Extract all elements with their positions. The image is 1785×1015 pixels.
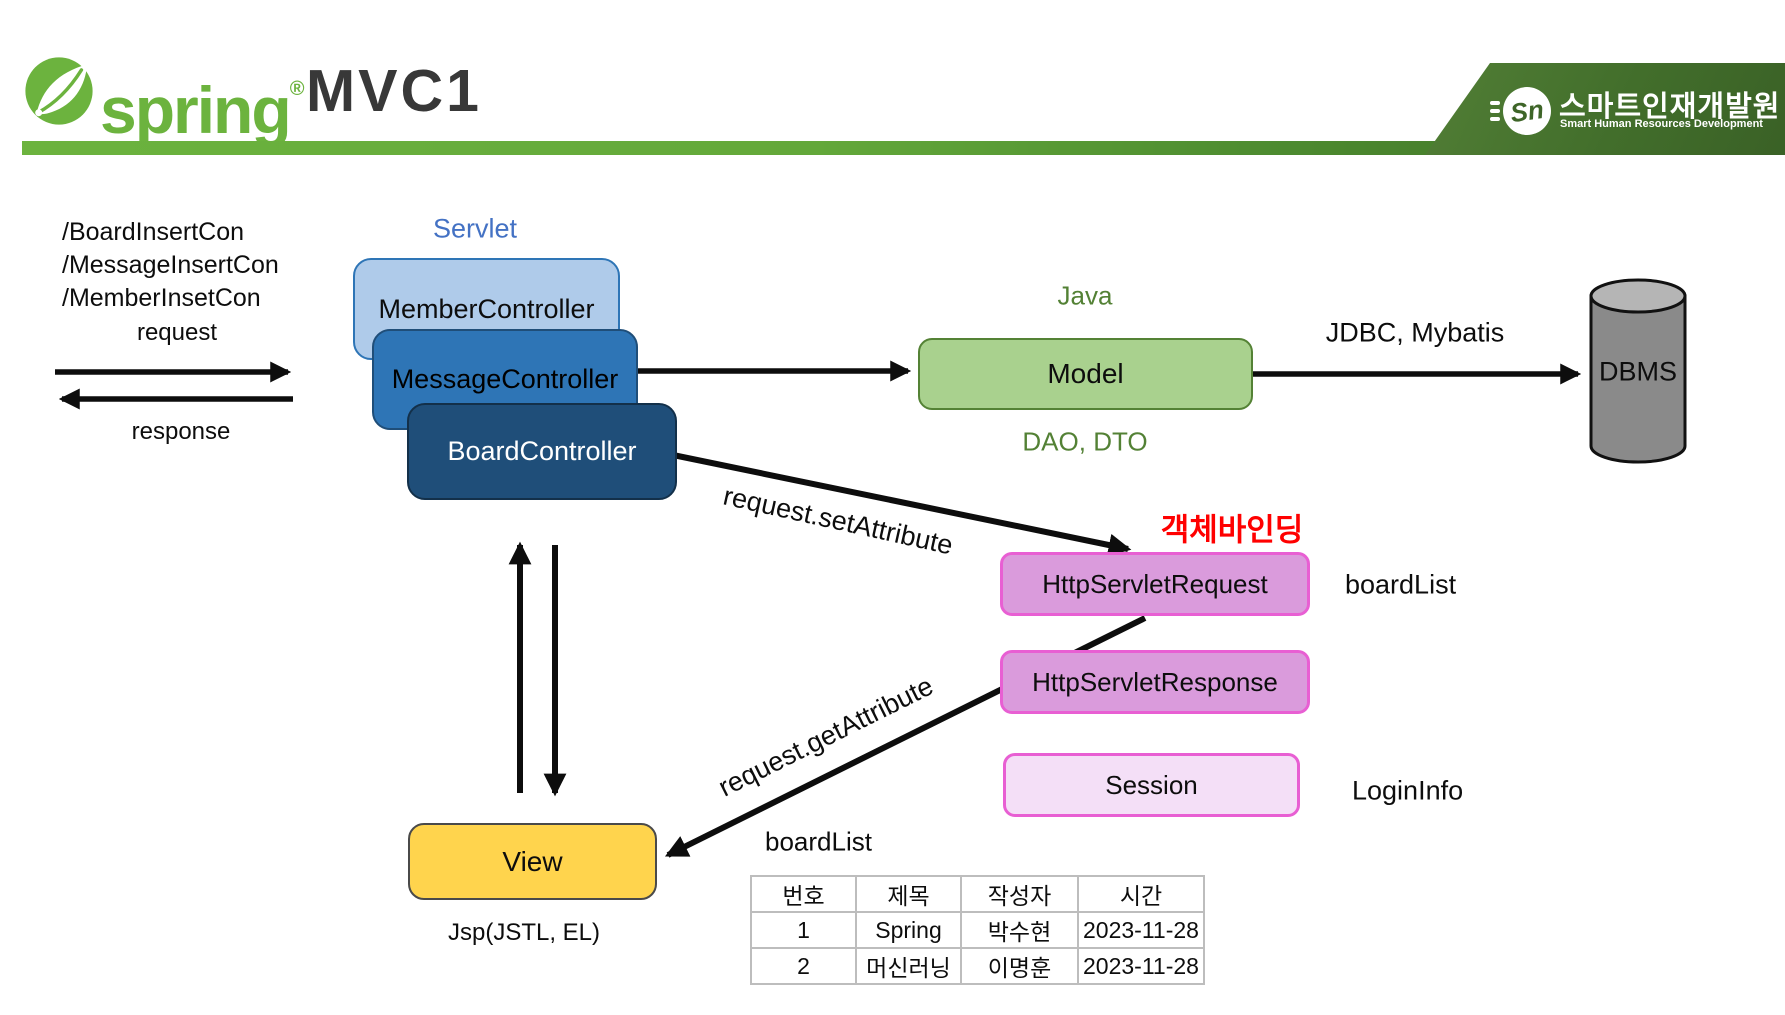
- route-item: /MemberInsetCon: [62, 284, 261, 312]
- table-cell: 박수현: [960, 911, 1079, 949]
- table-cell: Spring: [855, 911, 962, 949]
- table-cell: 2: [750, 947, 857, 985]
- route-item: /MessageInsertCon: [62, 251, 279, 279]
- brand-wordmark: spring®: [100, 47, 304, 152]
- servlet-label: Servlet: [432, 213, 518, 244]
- table-cell: 2023-11-28: [1077, 911, 1205, 949]
- dao-dto-label: DAO, DTO: [1022, 426, 1148, 457]
- route-item: /BoardInsertCon: [62, 218, 245, 246]
- org-banner: Sn 스마트인재개발원 Smart Human Resources Develo…: [1425, 63, 1785, 155]
- request-label: request: [136, 319, 218, 346]
- table-cell: 2023-11-28: [1077, 947, 1205, 985]
- table-cell: 이명훈: [960, 947, 1079, 985]
- page-title: MVC1: [306, 58, 482, 124]
- board-list-table: 번호 제목 작성자 시간 1 Spring 박수현 2023-11-28 2 머…: [750, 875, 1205, 985]
- org-logo-dashes: [1490, 101, 1500, 121]
- login-info-label: LoginInfo: [1352, 775, 1464, 806]
- table-row: 1 Spring 박수현 2023-11-28: [750, 911, 1205, 949]
- org-name-korean: 스마트인재개발원: [1559, 91, 1781, 123]
- brand-name: spring: [100, 73, 292, 147]
- board-list-attribute-label: boardList: [1345, 569, 1457, 600]
- response-label: response: [131, 418, 231, 445]
- registered-mark: ®: [289, 78, 305, 100]
- set-attribute-arrow: [672, 452, 1132, 557]
- http-servlet-request-node: HttpServletRequest: [1000, 552, 1310, 616]
- table-cell: 머신러닝: [855, 947, 962, 985]
- dbms-label: DBMS: [1598, 356, 1678, 387]
- spring-leaf-icon: [25, 57, 93, 125]
- http-servlet-response-node: HttpServletResponse: [1000, 650, 1310, 714]
- board-list-table-label: boardList: [765, 826, 872, 857]
- table-cell: 1: [750, 911, 857, 949]
- model-node: Model: [918, 338, 1253, 410]
- table-header-cell: 시간: [1077, 875, 1205, 913]
- dbms-cylinder: [1589, 278, 1687, 464]
- table-row: 2 머신러닝 이명훈 2023-11-28: [750, 947, 1205, 985]
- board-controller-node: BoardController: [407, 403, 677, 500]
- jdbc-mybatis-label: JDBC, Mybatis: [1325, 317, 1505, 348]
- object-binding-label: 객체바인딩: [1160, 512, 1304, 548]
- table-header-row: 번호 제목 작성자 시간: [750, 875, 1205, 913]
- org-logo-circle: [1503, 87, 1551, 135]
- header-divider-bar: [22, 141, 1785, 155]
- table-header-cell: 작성자: [960, 875, 1079, 913]
- session-node: Session: [1003, 753, 1300, 817]
- view-node: View: [408, 823, 657, 900]
- jsp-label: Jsp(JSTL, EL): [447, 919, 601, 946]
- table-header-cell: 제목: [855, 875, 962, 913]
- org-name-english: Smart Human Resources Development: [1560, 118, 1763, 130]
- route-list: /BoardInsertCon /MessageInsertCon /Membe…: [62, 216, 279, 315]
- java-label: Java: [1057, 280, 1113, 311]
- table-header-cell: 번호: [750, 875, 857, 913]
